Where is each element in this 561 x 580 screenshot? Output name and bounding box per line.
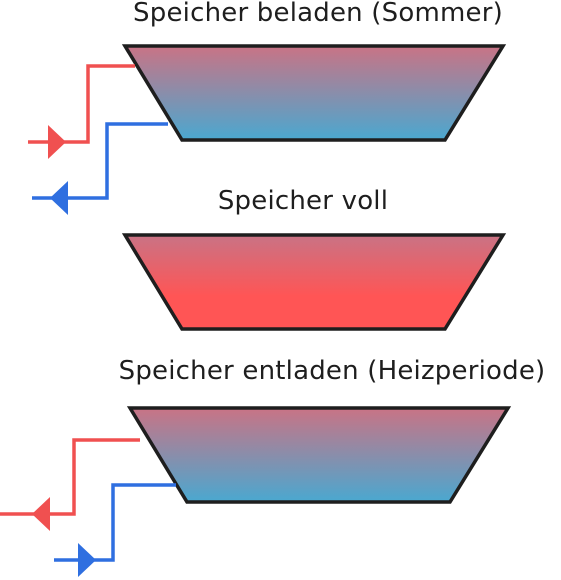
storage-tank-full bbox=[121, 233, 507, 331]
cold-arrow-out-icon bbox=[50, 181, 68, 215]
storage-tank-loading bbox=[121, 44, 507, 142]
cold-pipe-loading bbox=[32, 122, 168, 200]
state-label-loading: Speicher beladen (Sommer) bbox=[133, 0, 503, 28]
tank-group-full bbox=[121, 233, 507, 331]
hot-arrow-in-icon bbox=[48, 125, 66, 159]
storage-tank-unloading bbox=[126, 406, 512, 504]
tank-group-loading bbox=[28, 44, 507, 215]
hot-arrow-out-icon bbox=[32, 497, 50, 531]
hot-pipe-loading bbox=[28, 64, 135, 144]
hot-pipe-unloading bbox=[0, 438, 140, 516]
cold-arrow-in-icon bbox=[78, 543, 96, 577]
state-label-full: Speicher voll bbox=[217, 186, 389, 216]
tank-group-unloading bbox=[0, 406, 512, 577]
state-label-unloading: Speicher entladen (Heizperiode) bbox=[118, 356, 546, 386]
